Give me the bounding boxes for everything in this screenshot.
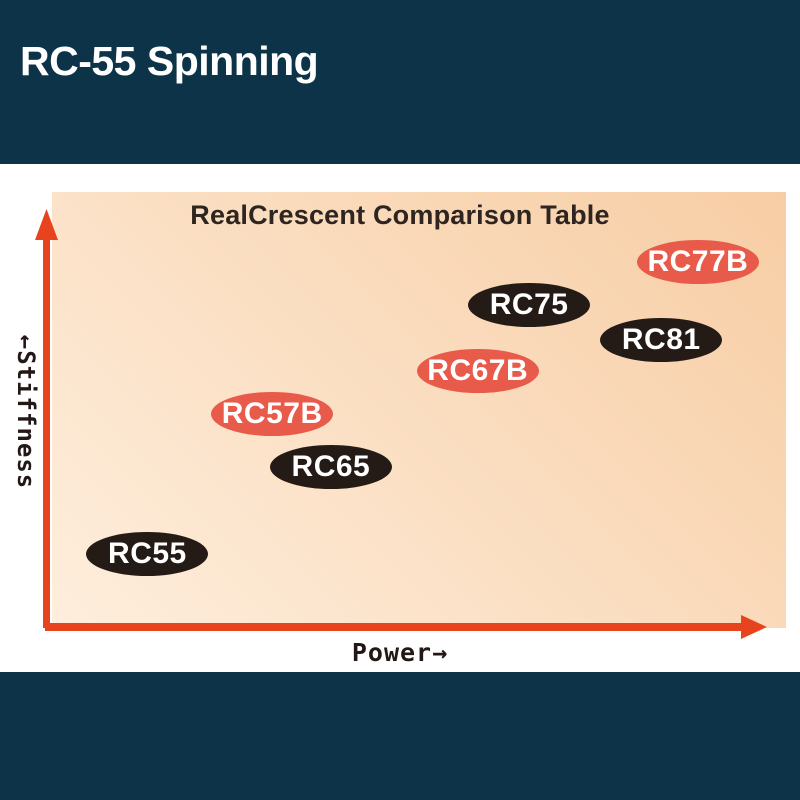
x-axis-label: Power→ — [351, 638, 449, 667]
y-axis-line — [43, 230, 50, 628]
y-axis-label: ←Stiffness — [12, 334, 40, 490]
page-title: RC-55 Spinning — [20, 38, 319, 84]
plot-area: RC55 RC57B RC65 RC67B RC75 RC77B RC81 — [52, 192, 786, 628]
model-badge-rc81: RC81 — [600, 318, 723, 363]
badges-layer: RC55 RC57B RC65 RC67B RC75 RC77B RC81 — [52, 192, 786, 628]
chart-panel: RC55 RC57B RC65 RC67B RC75 RC77B RC81 RealCres… — [0, 164, 800, 672]
model-badge-rc67b: RC67B — [416, 348, 539, 393]
model-badge-rc57b: RC57B — [211, 392, 334, 437]
model-badge-rc55: RC55 — [86, 531, 209, 576]
chart-title: RealCrescent Comparison Table — [190, 200, 610, 230]
model-badge-rc75: RC75 — [468, 283, 591, 328]
model-badge-rc65: RC65 — [269, 444, 392, 489]
model-badge-rc77b: RC77B — [636, 239, 759, 284]
header-bar: RC-55 Spinning — [0, 0, 800, 164]
